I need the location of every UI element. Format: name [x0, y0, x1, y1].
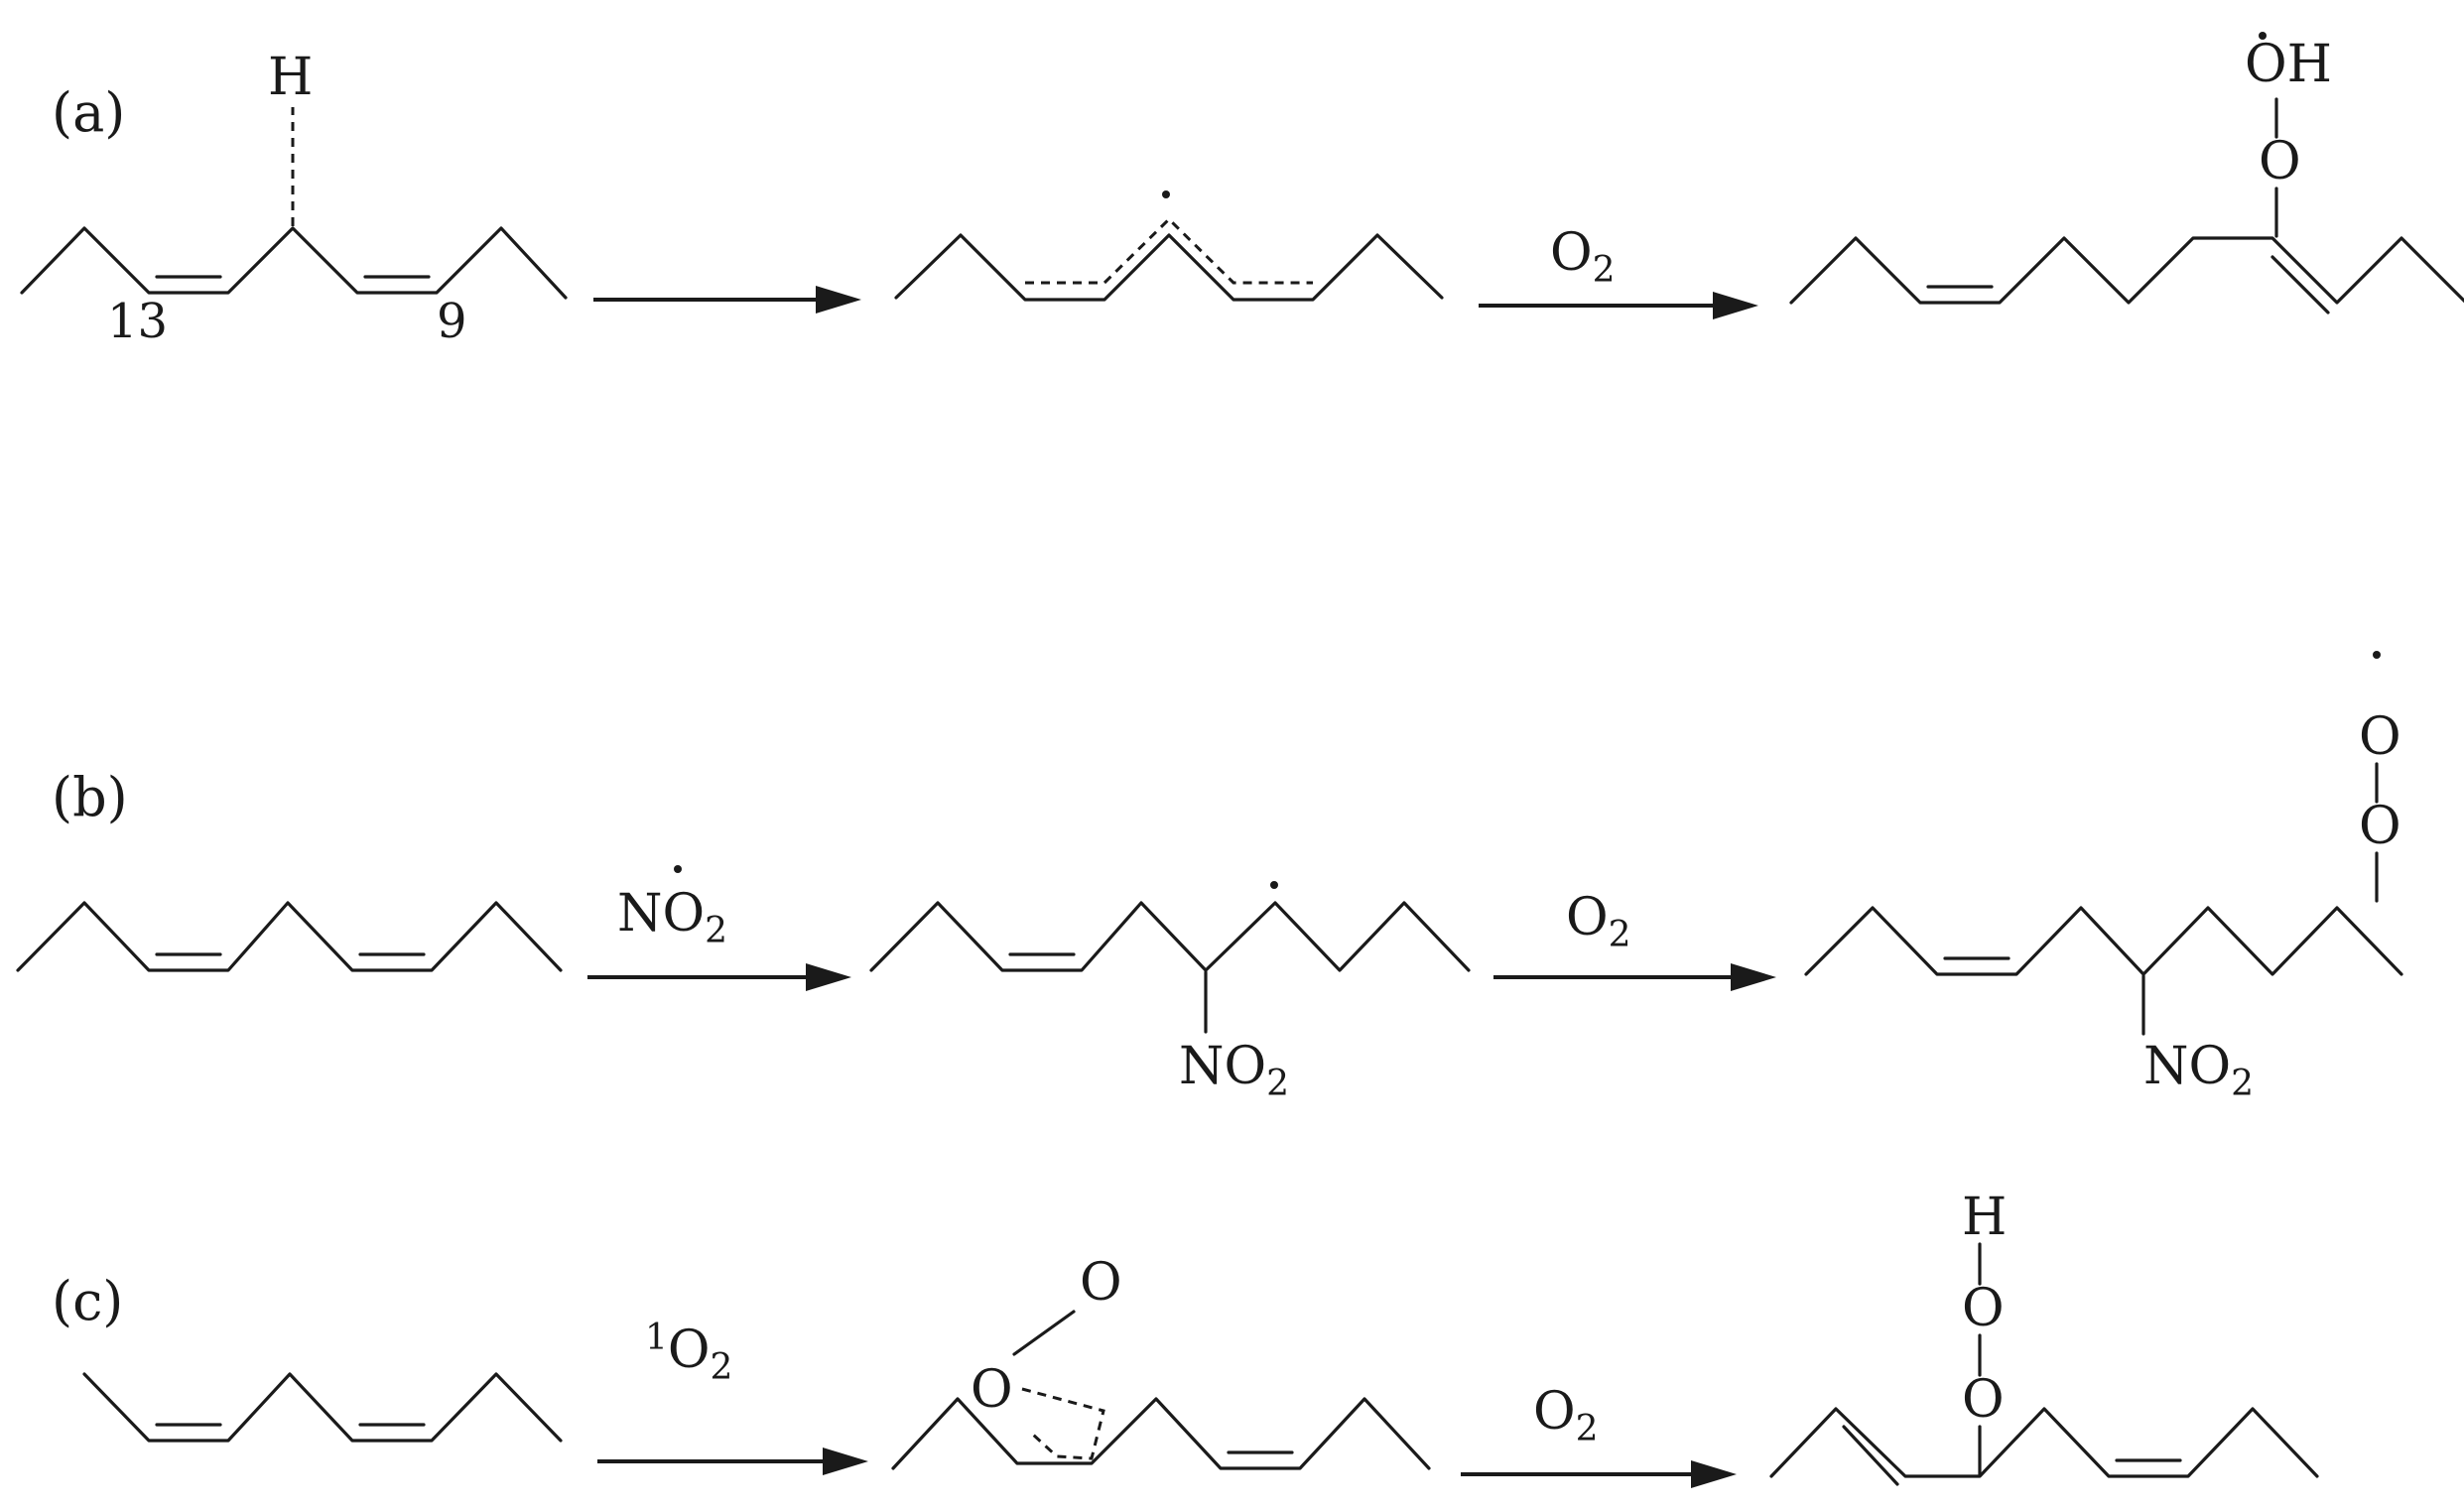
- locant-9: 9: [437, 294, 467, 349]
- panel-a-label: (a): [52, 81, 125, 144]
- arrow-head: [806, 963, 851, 991]
- panel-b-label: (b): [52, 766, 128, 828]
- panel-a-arrow-2: O2: [1479, 223, 1758, 319]
- panel-a-reagent-o: O2: [1550, 223, 1616, 291]
- arrow-head: [823, 1448, 868, 1475]
- arrow-head: [1731, 963, 1776, 991]
- reactant-a-h-atom: H: [268, 48, 313, 107]
- intermediate-b-skeleton: [869, 901, 1471, 972]
- locant-13: 13: [107, 294, 168, 349]
- panel-c-product: O O H: [1769, 1188, 2319, 1486]
- panel-b-reagent-no2: NO2: [617, 884, 727, 951]
- product-a-oh-group: OH: [2245, 35, 2332, 94]
- product-a-trans-double-bond: [2270, 255, 2330, 315]
- panel-c-label: (c): [52, 1270, 123, 1332]
- product-a-skeleton: [1789, 236, 2464, 305]
- panel-a-product: O OH: [1789, 32, 2464, 315]
- intermediate-b-no2: NO2: [1179, 1037, 1289, 1104]
- panel-c-arrow-2: O2: [1461, 1382, 1737, 1488]
- panel-a-radical-intermediate: [894, 190, 1444, 302]
- panel-b: (b) NO2 NO2 O2: [16, 651, 2403, 1104]
- arrow-head: [1691, 1460, 1737, 1488]
- reactant-b-skeleton: [16, 901, 563, 972]
- panel-c-reactant: [82, 1372, 563, 1443]
- product-c-o-atom-1: O: [1962, 1370, 2005, 1430]
- radical-a-skeleton: [894, 233, 1444, 302]
- intermediate-c-o-atom-2: O: [1080, 1253, 1122, 1313]
- product-c-skeleton: [1769, 1407, 2319, 1478]
- intermediate-c-o-atom-1: O: [971, 1360, 1013, 1420]
- arrow-head: [816, 286, 861, 314]
- reactant-a-skeleton: [20, 226, 568, 300]
- product-a-radical-dot: [2259, 32, 2267, 40]
- panel-c-arrow-1: 1O2: [597, 1318, 868, 1475]
- panel-b-arrow-2: O2: [1493, 888, 1776, 991]
- panel-a-reactant: H 13 9: [20, 48, 568, 349]
- carbon-radical-dot: [1270, 881, 1278, 889]
- no2-radical-dot: [674, 865, 682, 873]
- product-b-skeleton: [1804, 906, 2403, 976]
- panel-c-intermediate: O O: [891, 1253, 1431, 1470]
- radical-dot: [1162, 190, 1170, 198]
- panel-b-reagent-o2: O2: [1566, 888, 1631, 955]
- arrow-head: [1713, 292, 1758, 319]
- product-a-o-atom: O: [2259, 132, 2301, 191]
- panel-a-arrow-1: [593, 286, 861, 314]
- product-b-o-atom-2: O: [2359, 707, 2401, 767]
- product-c-h-atom: H: [1962, 1188, 2007, 1247]
- panel-b-intermediate: NO2: [869, 881, 1471, 1104]
- panel-b-reactant: [16, 901, 563, 972]
- reactant-c-skeleton: [82, 1372, 563, 1443]
- panel-c-reagent-o2: O2: [1533, 1382, 1599, 1449]
- product-c-trans-double-bond: [1842, 1425, 1899, 1486]
- peroxyl-radical-dot: [2373, 651, 2381, 659]
- product-b-no2: NO2: [2143, 1037, 2254, 1104]
- panel-c-reagent-singlet-o2: 1O2: [645, 1318, 732, 1388]
- panel-c: (c) 1O2 O O O2: [52, 1188, 2319, 1488]
- intermediate-c-skeleton: [891, 1397, 1431, 1470]
- panel-a: (a) H 13 9 O2: [20, 32, 2464, 349]
- intermediate-c-transition-state: [1021, 1387, 1105, 1460]
- product-b-o-atom-1: O: [2359, 797, 2401, 856]
- intermediate-c-o-o-bond: [1012, 1310, 1076, 1356]
- product-c-o-atom-2: O: [1962, 1279, 2005, 1338]
- panel-b-product: NO2 O O: [1804, 651, 2403, 1104]
- radical-a-delocalization: [1025, 216, 1313, 285]
- panel-b-arrow-1: NO2: [587, 865, 851, 991]
